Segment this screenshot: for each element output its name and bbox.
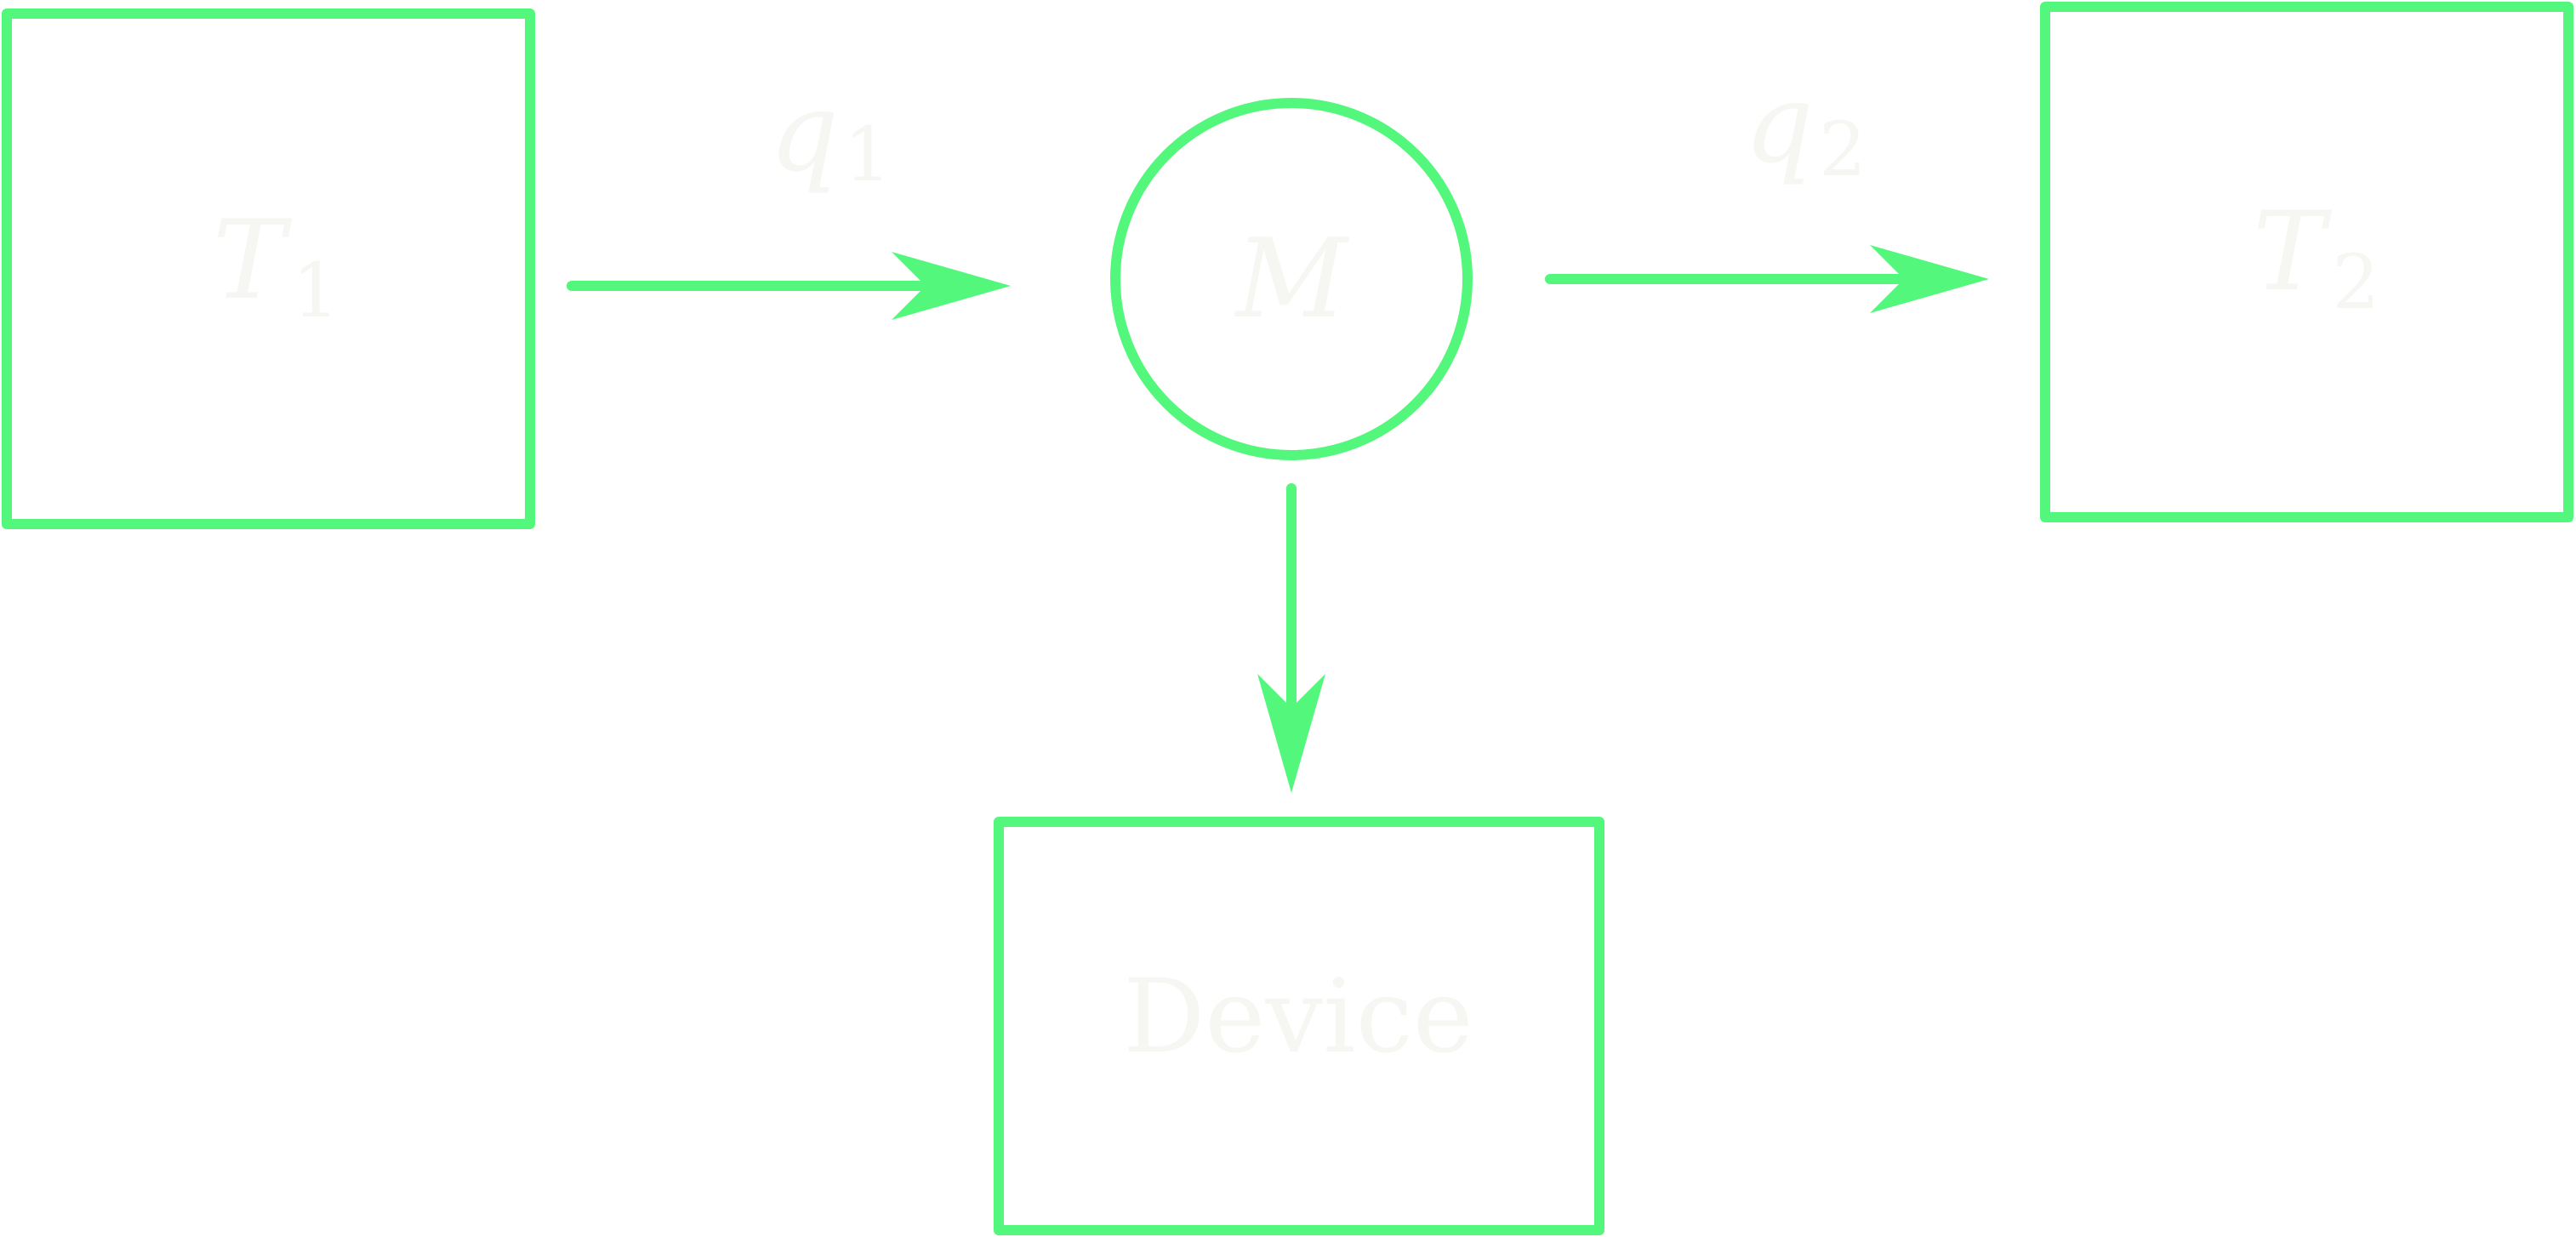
- node-m-circle: [1110, 98, 1473, 460]
- edge-q1-label: q1: [769, 70, 892, 198]
- edge-q2-label: q2: [1744, 61, 1866, 193]
- node-t1-main: T: [213, 197, 293, 324]
- edge-q2: q2: [1545, 61, 1989, 313]
- node-m-label: M: [1234, 216, 1349, 343]
- node-t2-label: T2: [2253, 189, 2379, 326]
- edge-q1: q1: [567, 70, 1011, 320]
- edge-q1-main: q: [769, 70, 839, 197]
- edge-q2-arrowhead: [1870, 245, 1989, 313]
- edge-to-device-arrowhead: [1257, 674, 1325, 793]
- node-t2: T2: [2040, 2, 2573, 522]
- edge-q1-arrowhead: [892, 252, 1011, 320]
- node-t1: T1: [2, 9, 535, 529]
- node-device-label: Device: [1123, 958, 1473, 1076]
- edge-q2-sub: 2: [1819, 105, 1866, 193]
- node-t1-box: [2, 9, 535, 529]
- node-t1-sub: 1: [292, 247, 339, 334]
- edge-q1-sub: 1: [844, 111, 892, 198]
- node-t2-main: T: [2253, 189, 2333, 316]
- node-t1-label: T1: [213, 197, 339, 334]
- node-t2-box: [2040, 2, 2573, 522]
- node-device: Device: [994, 817, 1604, 1235]
- node-t2-sub: 2: [2332, 238, 2379, 326]
- edge-to-device: [1257, 483, 1325, 793]
- edge-q2-main: q: [1744, 61, 1814, 188]
- node-device-box: [994, 817, 1604, 1235]
- node-m: M: [1110, 98, 1473, 460]
